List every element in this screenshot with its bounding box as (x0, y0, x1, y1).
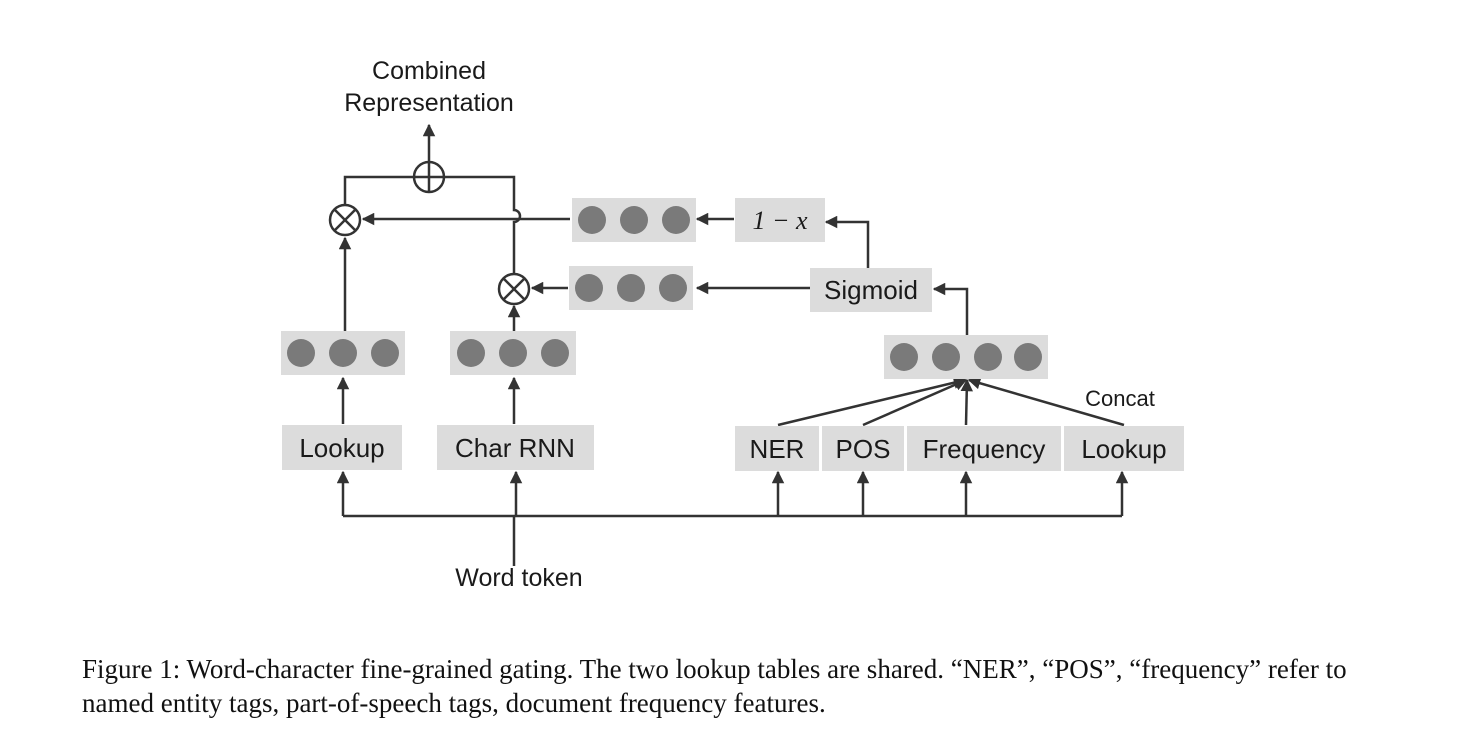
connections (336, 123, 1129, 566)
one-minus-x-label: 1 − x (752, 206, 808, 235)
char-rnn-label: Char RNN (455, 433, 575, 463)
pos-box: POS (822, 426, 904, 471)
char-rnn-box: Char RNN (437, 425, 594, 470)
add-operator (412, 160, 446, 194)
lookup-box-right: Lookup (1064, 426, 1184, 471)
pos-label: POS (836, 434, 891, 464)
lookup-box-left: Lookup (282, 425, 402, 470)
frequency-box: Frequency (907, 426, 1061, 471)
concat-label: Concat (1085, 386, 1155, 411)
combined-label-line2: Representation (344, 89, 514, 117)
sigmoid-box: Sigmoid (810, 268, 932, 312)
gate-vector-top (572, 198, 696, 242)
sigmoid-label: Sigmoid (824, 275, 918, 305)
word-embedding-vector (281, 331, 405, 375)
multiply-operator-word (328, 203, 362, 237)
ner-label: NER (750, 434, 805, 464)
concat-vector (884, 335, 1048, 379)
combined-label-line1: Combined (372, 57, 486, 85)
gating-diagram: Combined Representation (281, 57, 1184, 592)
figure-caption: Figure 1: Word-character fine-grained ga… (82, 654, 1347, 718)
one-minus-x-box: 1 − x (735, 198, 825, 242)
gate-vector-bottom (569, 266, 693, 310)
lookup-right-label: Lookup (1081, 434, 1166, 464)
word-token-label: Word token (455, 564, 582, 592)
ner-box: NER (735, 426, 819, 471)
char-embedding-vector (450, 331, 576, 375)
multiply-operator-char (497, 272, 531, 306)
lookup-left-label: Lookup (299, 433, 384, 463)
frequency-label: Frequency (923, 434, 1046, 464)
